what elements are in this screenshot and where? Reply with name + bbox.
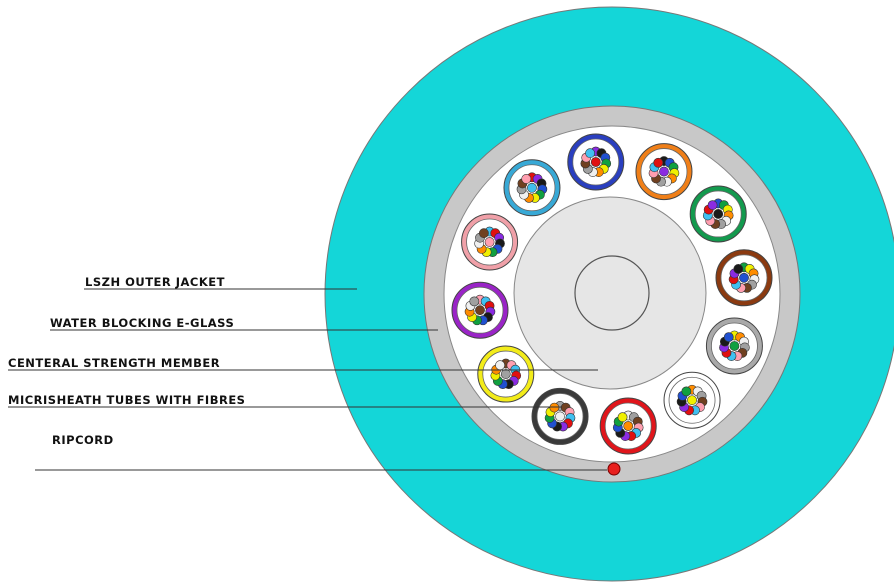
fibre bbox=[617, 412, 628, 423]
strength-member-core bbox=[574, 255, 650, 331]
ripcord bbox=[607, 462, 621, 476]
fibre bbox=[623, 421, 634, 431]
fibre bbox=[723, 332, 734, 343]
label-water-blocking: WATER BLOCKING E-GLASS bbox=[50, 316, 234, 330]
fibre bbox=[478, 228, 489, 239]
central-strength-member bbox=[513, 196, 707, 390]
fibre bbox=[659, 166, 669, 177]
fibre bbox=[484, 237, 495, 247]
label-strength-member: CENTERAL STRENGTH MEMBER bbox=[8, 356, 220, 370]
fibre bbox=[549, 402, 560, 413]
fibre bbox=[707, 200, 718, 211]
label-tubes: MICRISHEATH TUBES WITH FIBRES bbox=[8, 393, 245, 407]
fibre bbox=[555, 411, 565, 422]
micro-sheath-tubes bbox=[451, 133, 773, 455]
tube bbox=[503, 159, 561, 217]
fibre bbox=[527, 182, 537, 193]
tube bbox=[451, 281, 509, 339]
fibre bbox=[585, 148, 596, 159]
label-ripcord: RIPCORD bbox=[52, 433, 114, 447]
fibre bbox=[475, 305, 485, 316]
tube bbox=[635, 143, 693, 201]
tube bbox=[531, 387, 589, 445]
fibre bbox=[590, 157, 601, 167]
fibre bbox=[713, 209, 724, 219]
fibre bbox=[729, 341, 740, 351]
fibre bbox=[653, 157, 664, 168]
fibre bbox=[469, 296, 480, 307]
fibre bbox=[687, 395, 697, 406]
fibre bbox=[733, 264, 744, 274]
cable-body bbox=[324, 6, 894, 582]
tube bbox=[599, 397, 657, 455]
tube bbox=[461, 213, 519, 271]
tube bbox=[567, 133, 625, 191]
fibre bbox=[500, 369, 511, 379]
leader-lines bbox=[8, 288, 607, 471]
fibre bbox=[739, 272, 749, 283]
tube bbox=[689, 185, 747, 243]
tube bbox=[477, 345, 535, 403]
tube bbox=[705, 317, 763, 375]
fibre bbox=[521, 174, 532, 184]
labels: LSZH OUTER JACKET WATER BLOCKING E-GLASS… bbox=[8, 275, 245, 447]
fibre bbox=[495, 360, 506, 371]
fibre bbox=[681, 386, 692, 397]
label-outer-jacket: LSZH OUTER JACKET bbox=[85, 275, 225, 289]
tube bbox=[715, 249, 773, 307]
tube bbox=[663, 371, 721, 429]
